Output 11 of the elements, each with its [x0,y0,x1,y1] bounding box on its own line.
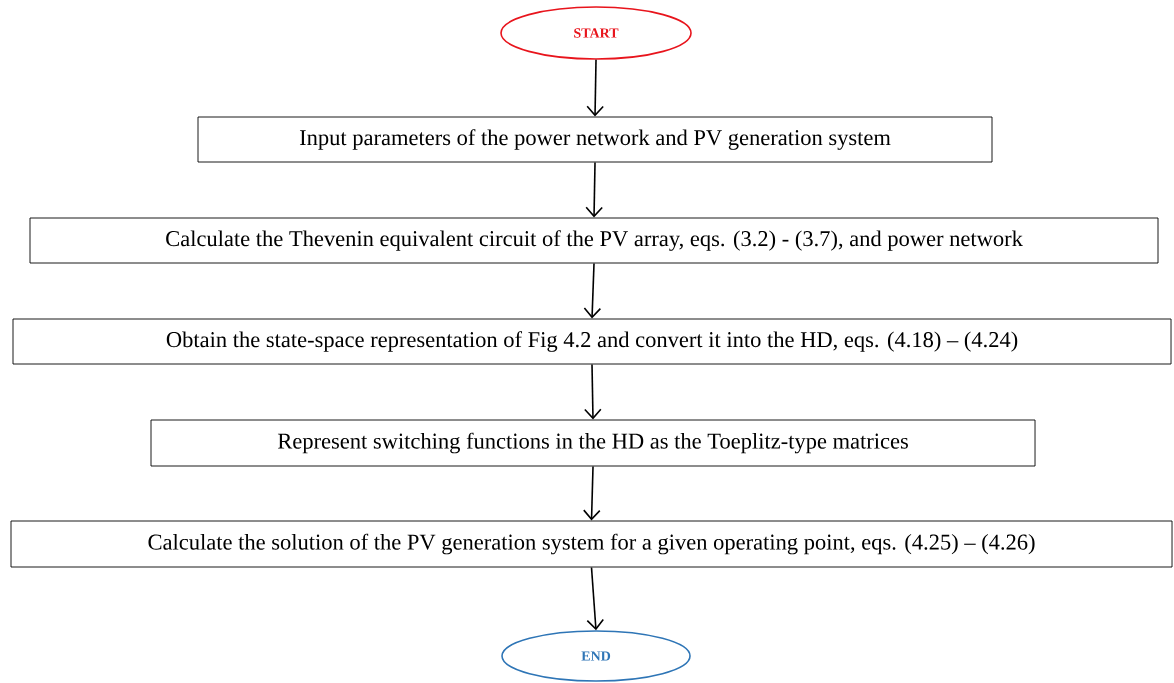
arrow [583,465,601,521]
process-box: Calculate the Thevenin equivalent circuit of the PV array, eqs. (3.2) - (3.7), and power network [29,217,1159,264]
arrow [586,59,604,117]
arrow [586,566,605,631]
process-box: Represent switching functions in the HD as the Toeplitz-type matrices [150,419,1036,467]
arrow [584,363,602,420]
arrow [583,262,602,319]
process-box: Obtain the state-space representation of Fig 4.2 and convert it into the HD, eqs. (4.18) – (4.24) [12,318,1172,365]
process-box: Input parameters of the power network and PV generation system [197,116,993,163]
arrow [585,161,603,218]
process-box: Calculate the solution of the PV generation system for a given operating point, eqs. (4.25) – (4.26) [10,520,1173,568]
